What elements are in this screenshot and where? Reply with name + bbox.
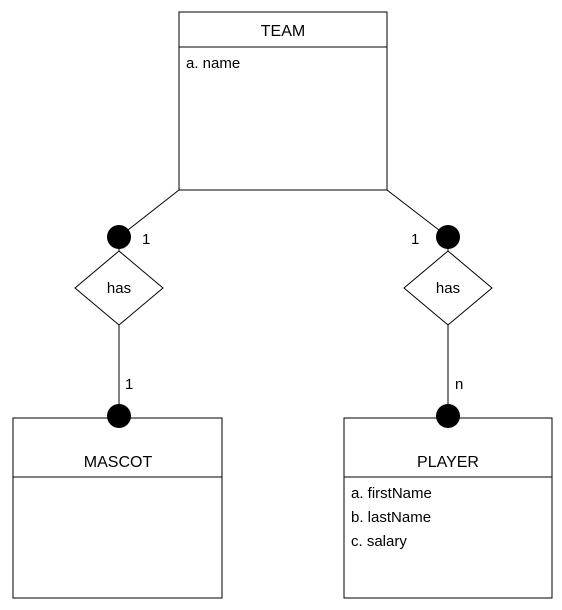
- entity-team[interactable]: TEAM a. name: [178, 11, 388, 191]
- cardinality-team-mascot-team-side: 1: [142, 231, 150, 248]
- participation-dot-player: [436, 404, 460, 428]
- relationship-team-mascot-label: has: [107, 280, 131, 297]
- cardinality-team-player-team-side: 1: [411, 231, 419, 248]
- relationship-team-player[interactable]: has: [403, 250, 493, 326]
- entity-mascot-box: [12, 417, 223, 599]
- entity-team-attribute: a. name: [186, 55, 240, 72]
- relationship-team-player-diamond: [403, 250, 493, 326]
- participation-dot-team-right: [436, 225, 460, 249]
- entity-player-box: [343, 417, 553, 599]
- cardinality-team-player-player-side: n: [455, 376, 463, 393]
- entity-player-title: PLAYER: [417, 454, 479, 471]
- relationship-team-player-label: has: [436, 280, 460, 297]
- participation-dot-team-left: [107, 225, 131, 249]
- entity-team-box: [178, 11, 388, 191]
- entity-mascot-title: MASCOT: [84, 454, 153, 471]
- entity-player[interactable]: PLAYER a. firstName b. lastName c. salar…: [343, 417, 553, 599]
- cardinality-team-mascot-mascot-side: 1: [125, 376, 133, 393]
- connector-team-to-right-dot: [386, 189, 449, 238]
- connector-team-to-left-dot: [118, 189, 180, 238]
- participation-dot-mascot: [107, 404, 131, 428]
- entity-team-title: TEAM: [261, 23, 305, 40]
- relationship-team-mascot-diamond: [74, 250, 164, 326]
- entity-player-attribute: c. salary: [351, 533, 407, 550]
- entity-mascot[interactable]: MASCOT: [12, 417, 223, 599]
- entity-player-attribute: a. firstName: [351, 485, 432, 502]
- relationship-team-mascot[interactable]: has: [74, 250, 164, 326]
- entity-player-attribute: b. lastName: [351, 509, 431, 526]
